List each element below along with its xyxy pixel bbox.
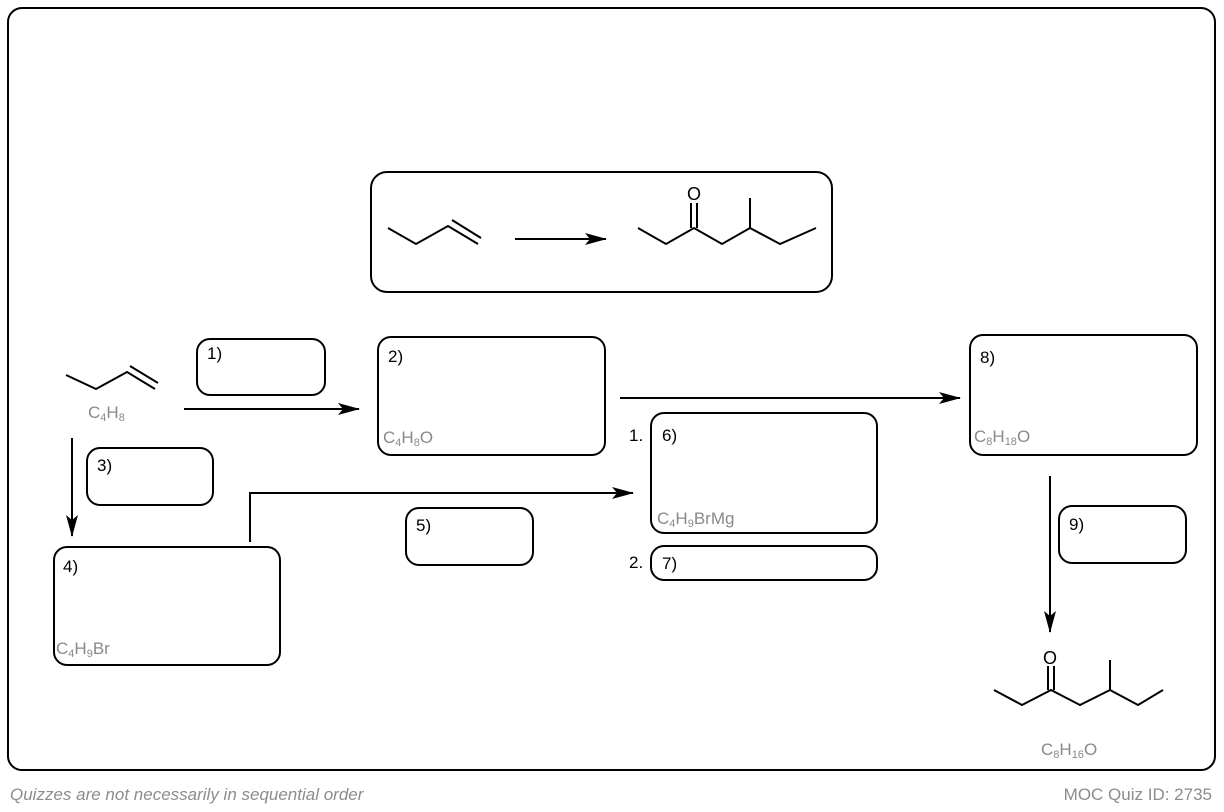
start-formula: C4H8: [88, 403, 125, 424]
final-product-formula: C8H16O: [1041, 740, 1098, 761]
box-1-label: 1): [207, 344, 223, 363]
answer-box-3[interactable]: 3): [86, 447, 214, 506]
box-8-formula: C8H18O: [974, 427, 1031, 448]
box-4-label: 4): [63, 557, 79, 576]
box-7-label: 7): [662, 554, 678, 573]
footer-note: Quizzes are not necessarily in sequentia…: [10, 785, 364, 804]
outer-frame: [7, 7, 1216, 771]
box-9-label: 9): [1069, 515, 1085, 534]
answer-box-7[interactable]: 7): [650, 545, 878, 581]
answer-box-9[interactable]: 9): [1058, 505, 1187, 564]
answer-box-4[interactable]: 4) C4H9Br: [53, 546, 281, 666]
step-2-prefix: 2.: [629, 553, 644, 572]
quiz-id: MOC Quiz ID: 2735: [1063, 785, 1212, 804]
overview-carbonyl-o: O: [687, 184, 701, 204]
final-product-molecule: [993, 660, 1164, 707]
answer-box-1[interactable]: 1): [196, 338, 326, 396]
start-molecule: [65, 365, 159, 391]
box-4-formula: C4H9Br: [56, 639, 110, 660]
answer-box-2[interactable]: 2) C4H8O: [377, 336, 606, 456]
arrow-4-to-6: [249, 487, 634, 542]
answer-box-6[interactable]: 6) C4H9BrMg: [650, 412, 878, 534]
answer-box-5[interactable]: 5): [405, 507, 534, 566]
overview-box: [370, 171, 833, 293]
box-5-label: 5): [416, 516, 432, 535]
box-2-label: 2): [388, 347, 404, 366]
box-6-formula: C4H9BrMg: [657, 509, 735, 530]
step-1-prefix: 1.: [629, 426, 644, 445]
overview-product-molecule: [637, 198, 817, 246]
box-3-label: 3): [97, 456, 113, 475]
overview-start-molecule: [387, 219, 482, 246]
answer-box-8[interactable]: 8) C8H18O: [969, 334, 1198, 456]
box-6-label: 6): [662, 426, 678, 445]
box-8-label: 8): [980, 348, 996, 367]
final-product-carbonyl-o: O: [1043, 648, 1057, 668]
box-2-formula: C4H8O: [383, 428, 434, 449]
